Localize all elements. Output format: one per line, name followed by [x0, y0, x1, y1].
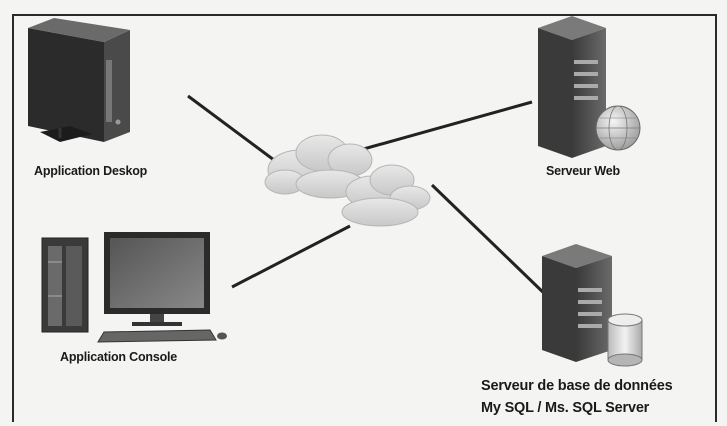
diagram-frame	[12, 14, 717, 422]
db-server-label-line1: Serveur de base de données	[481, 378, 673, 394]
link-db-cloud	[430, 183, 550, 299]
console-workstation-icon	[41, 232, 227, 343]
connection-lines	[187, 94, 550, 299]
db-server-label-line2: My SQL / Ms. SQL Server	[481, 400, 650, 416]
desktop-computer-icon	[28, 18, 130, 142]
link-console-cloud	[231, 224, 351, 289]
console-label: Application Console	[60, 350, 178, 364]
cloud-icon	[264, 134, 431, 227]
database-server-icon	[542, 244, 643, 367]
link-desktop-cloud	[187, 94, 279, 165]
desktop-label: Application Deskop	[34, 164, 148, 178]
web-server-icon	[538, 16, 641, 158]
link-web-cloud	[359, 100, 533, 152]
web-server-label: Serveur Web	[546, 164, 620, 178]
